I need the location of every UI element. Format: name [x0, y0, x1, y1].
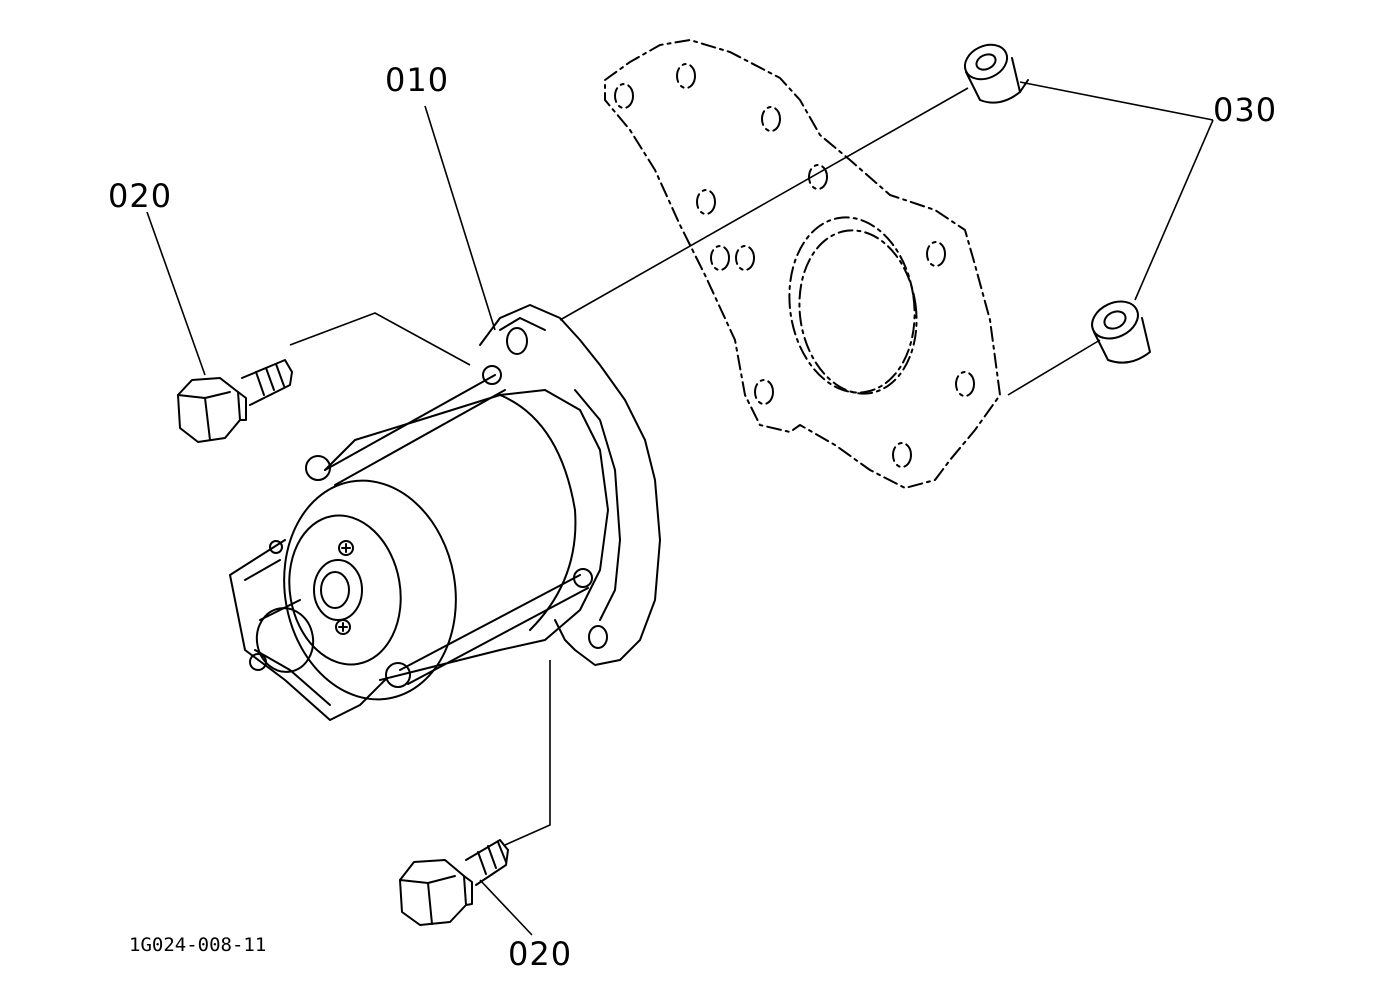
label-bolt-bottom: 020	[508, 935, 573, 973]
label-bolt-top: 020	[108, 177, 173, 215]
label-nut: 030	[1213, 91, 1278, 129]
label-starter: 010	[385, 61, 450, 99]
bolt-top-icon	[177, 359, 293, 443]
leader-lines	[146, 81, 1214, 936]
nut-top-icon	[963, 43, 1029, 104]
drawing-id: 1G024-008-11	[129, 934, 267, 956]
gasket-plate	[604, 39, 1001, 489]
nut-right-icon	[1091, 300, 1151, 364]
starter-motor-icon	[229, 304, 661, 721]
bolt-bottom-icon	[399, 839, 509, 926]
